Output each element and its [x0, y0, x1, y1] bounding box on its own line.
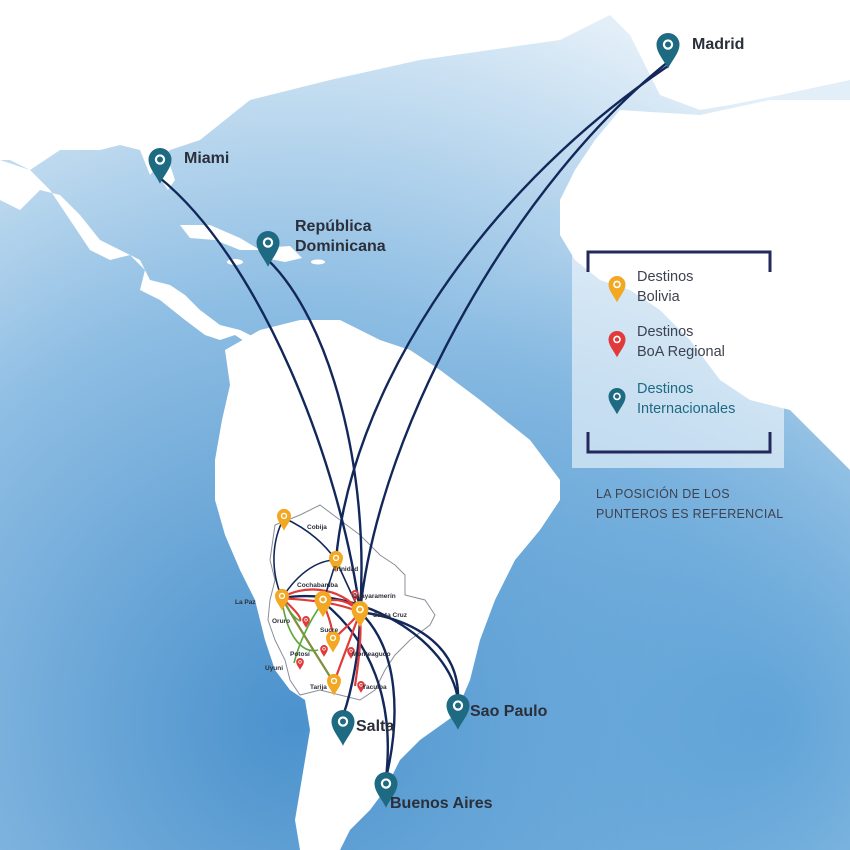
pins	[148, 33, 680, 808]
salta-pin-icon	[331, 710, 355, 746]
label-trinidad: Trinidad	[333, 566, 358, 573]
legend-item-2-line-0: Destinos	[637, 381, 693, 397]
pin-red-icon	[608, 330, 626, 358]
route-santa_cruz-rep_dom	[267, 259, 363, 613]
potosi-pin-icon	[320, 645, 328, 657]
legend-item-0-line-1: Bolivia	[637, 289, 681, 305]
label-yacuiba: Yacuiba	[362, 684, 387, 691]
land-north-america	[0, 0, 640, 175]
sucre-pin-icon	[326, 630, 340, 653]
route-santa_cruz-sao_paulo	[359, 610, 460, 701]
cochabamba-pin-icon	[314, 590, 332, 618]
santa_cruz-pin-icon	[351, 600, 369, 628]
label-salta: Salta	[356, 718, 394, 735]
oruro-pin-icon	[302, 616, 310, 628]
label-santa_cruz: Santa Cruz	[373, 612, 408, 619]
la_paz-pin-icon	[275, 588, 289, 611]
label-rep-dom-line-1: República	[295, 218, 372, 235]
yacuiba-pin-icon	[357, 681, 365, 693]
cobija-pin-icon	[277, 508, 291, 531]
position-note: LA POSICIÓN DE LOS PUNTEROS ES REFERENCI…	[596, 486, 784, 521]
legend-bracket-top	[586, 250, 772, 272]
route-cochabamba-buenos_aires	[322, 601, 390, 779]
legend-item-1-line-1: BoA Regional	[637, 344, 725, 360]
guayaramerin-pin-icon	[351, 590, 359, 602]
legend-item-0-line-0: Destinos	[637, 269, 693, 285]
miami-pin-icon	[148, 148, 172, 184]
label-la_paz: La Paz	[235, 599, 256, 606]
route-la_paz-sao_paulo	[281, 594, 460, 701]
legend-bracket-bottom	[586, 432, 772, 454]
position-note-line-1: LA POSICIÓN DE LOS	[596, 486, 730, 501]
label-miami: Miami	[184, 150, 229, 167]
land-cuba	[180, 225, 260, 250]
label-madrid: Madrid	[692, 36, 744, 53]
buenos_aires-pin-icon	[374, 772, 398, 808]
legend-background	[572, 236, 784, 468]
legend-item-2-line-1: Internacionales	[637, 401, 735, 417]
rep_dom-pin-icon	[256, 231, 280, 267]
label-tarija: Tarija	[310, 684, 327, 691]
position-note-line-2: PUNTEROS ES REFERENCIAL	[596, 507, 784, 521]
pin-yellow-icon	[608, 275, 626, 303]
label-cobija: Cobija	[307, 524, 327, 531]
uyuni-pin-icon	[296, 658, 304, 670]
label-monteagudo: Monteagudo	[352, 651, 391, 658]
tarija-pin-icon	[327, 673, 341, 696]
monteagudo-pin-icon	[347, 647, 355, 659]
label-cochabamba: Cochabamba	[297, 582, 338, 589]
route-santa_cruz-miami	[159, 177, 362, 613]
sao_paulo-pin-icon	[446, 694, 470, 730]
label-potosi: Potosí	[290, 651, 310, 658]
legend-item-1-line-0: Destinos	[637, 324, 693, 340]
label-sao-paulo: Sao Paulo	[470, 703, 548, 720]
land-central-america	[0, 160, 260, 345]
land-puerto-rico	[311, 259, 325, 265]
label-sucre: Sucre	[320, 627, 338, 634]
label-oruro: Oruro	[272, 618, 290, 625]
pin-teal-icon	[608, 387, 626, 415]
label-rep-dom-line-2: Dominicana	[295, 238, 386, 255]
route-santa_cruz-buenos_aires	[359, 611, 396, 779]
land-iberia	[590, 0, 850, 110]
label-buenos-aires: Buenos Aires	[390, 795, 493, 812]
trinidad-pin-icon	[329, 550, 343, 573]
madrid-pin-icon	[656, 33, 680, 69]
label-uyuni: Uyuni	[265, 665, 283, 672]
route-santa_cruz-madrid	[358, 61, 669, 613]
label-guayaramerin: Guayaramerín	[352, 593, 396, 600]
route-trinidad-madrid	[334, 65, 669, 561]
